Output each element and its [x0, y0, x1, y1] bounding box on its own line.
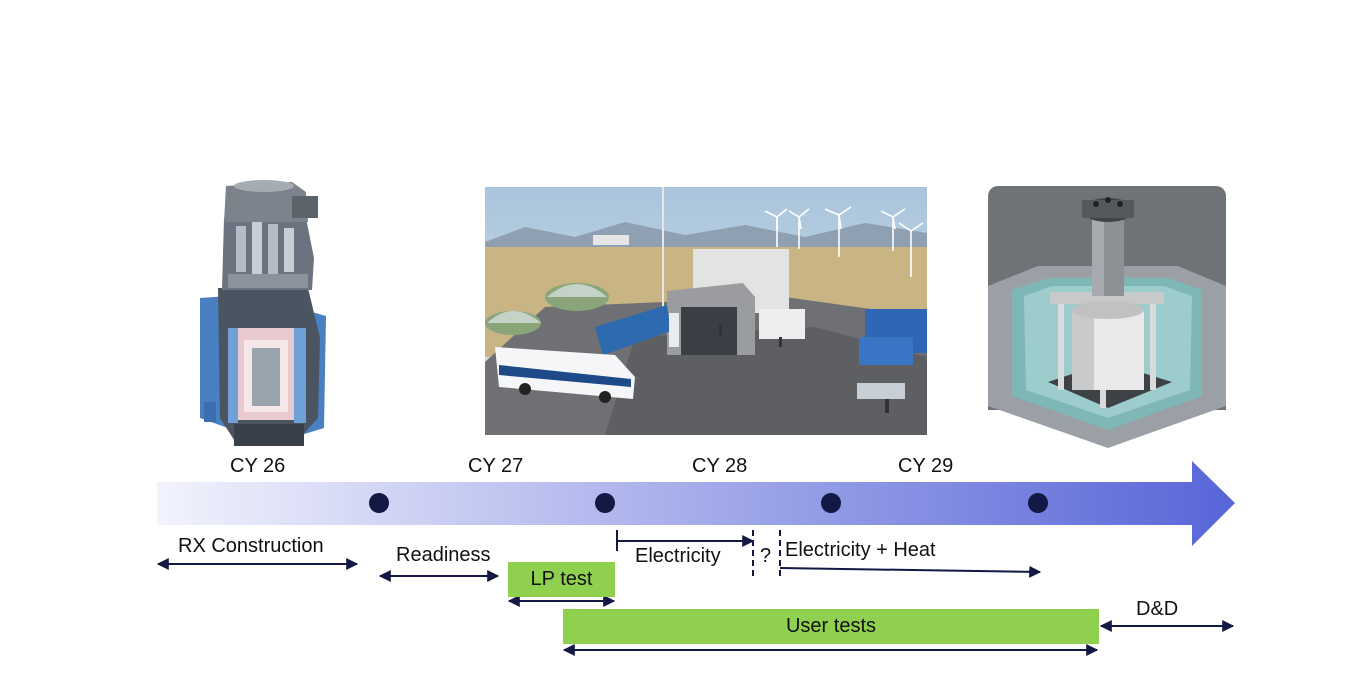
electricity-heat-label: Electricity + Heat: [785, 539, 936, 561]
lp-test-label: LP test: [530, 568, 593, 590]
year-label-cy29: CY 29: [898, 455, 954, 477]
user-tests-bar: User tests: [563, 609, 1099, 644]
test-site-image: [485, 187, 927, 435]
timeline-marker: [369, 493, 389, 513]
lp-test-bar: LP test: [508, 562, 615, 597]
question-mark-label: ?: [760, 545, 772, 567]
electricity-heat-span: [779, 565, 1042, 578]
timeline-marker: [1028, 493, 1048, 513]
year-label-cy27: CY 27: [468, 455, 524, 477]
reactor-pool-image: [988, 186, 1226, 452]
electricity-label: Electricity: [635, 545, 721, 567]
reactor-cutaway-image: [200, 180, 326, 446]
readiness-label: Readiness: [396, 544, 491, 566]
user-tests-label: User tests: [785, 615, 877, 637]
timeline-arrow: [157, 461, 1235, 546]
timeline-marker: [821, 493, 841, 513]
year-label-cy26: CY 26: [230, 455, 286, 477]
timeline-marker: [595, 493, 615, 513]
rx-construction-label: RX Construction: [178, 535, 324, 557]
year-label-cy28: CY 28: [692, 455, 748, 477]
dd-label: D&D: [1136, 598, 1179, 620]
